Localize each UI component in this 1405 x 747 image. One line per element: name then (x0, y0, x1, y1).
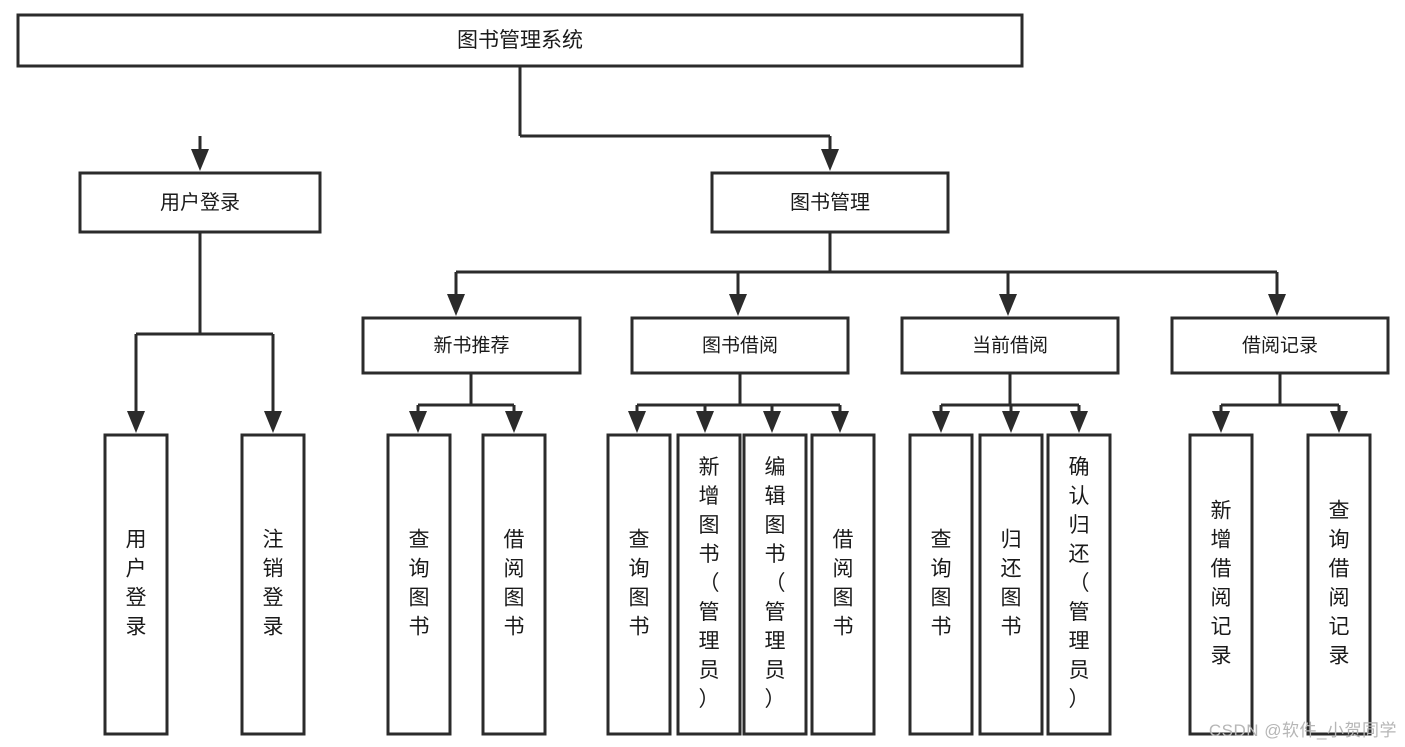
arrow-head-icon (932, 411, 950, 433)
node-label: 借阅图书 (833, 529, 854, 639)
arrow-head-icon (1212, 411, 1230, 433)
arrow-head-icon (447, 294, 465, 316)
node-root[interactable]: 图书管理系统 (16, 13, 1024, 68)
node-label: 归还图书 (1001, 529, 1022, 639)
node-label: 查询图书 (931, 529, 952, 639)
arrow-head-icon (831, 411, 849, 433)
node-label: 注销登录 (263, 529, 284, 639)
node-leaf-0[interactable]: 用户登录 (103, 433, 169, 736)
node-label: 用户登录 (126, 529, 147, 639)
node-box[interactable] (810, 433, 876, 736)
arrow-head-icon (1330, 411, 1348, 433)
node-level3-1[interactable]: 图书借阅 (630, 316, 850, 375)
node-box[interactable] (240, 433, 306, 736)
node-label: 查询图书 (629, 529, 650, 639)
node-layer: 图书管理系统用户登录图书管理新书推荐图书借阅当前借阅借阅记录用户登录注销登录查询… (16, 13, 1390, 736)
node-leaf-9[interactable]: 归还图书 (978, 433, 1044, 736)
node-leaf-2[interactable]: 查询图书 (386, 433, 452, 736)
arrow-head-icon (821, 149, 839, 171)
node-level3-2[interactable]: 当前借阅 (900, 316, 1120, 375)
node-label: 编辑图书（管理员） (765, 456, 786, 711)
arrow-head-icon (505, 411, 523, 433)
node-box[interactable] (900, 316, 1120, 375)
node-box[interactable] (361, 316, 582, 375)
node-leaf-5[interactable]: 新增图书（管理员） (676, 433, 742, 736)
node-leaf-8[interactable]: 查询图书 (908, 433, 974, 736)
connector-group-login-to-leaves (127, 232, 282, 433)
node-label: 当前借阅 (972, 335, 1048, 357)
connector-group-newbook-to-leaves (409, 373, 523, 433)
connector-layer (127, 66, 1348, 433)
node-leaf-12[interactable]: 查询借阅记录 (1306, 433, 1372, 736)
node-label: 图书借阅 (702, 335, 778, 357)
node-box[interactable] (1170, 316, 1390, 375)
arrow-head-icon (729, 294, 747, 316)
node-label: 新书推荐 (433, 335, 509, 357)
node-label: 查询图书 (409, 529, 430, 639)
node-box[interactable] (386, 433, 452, 736)
node-box[interactable] (710, 171, 950, 234)
connector-group-record-to-leaves (1212, 373, 1348, 433)
node-label: 确认归还（管理员） (1069, 456, 1090, 711)
arrow-head-icon (191, 149, 209, 171)
arrow-head-icon (696, 411, 714, 433)
node-leaf-11[interactable]: 新增借阅记录 (1188, 433, 1254, 736)
node-label: 新增图书（管理员） (699, 456, 720, 711)
node-label: 借阅记录 (1242, 335, 1318, 357)
node-box[interactable] (1188, 433, 1254, 736)
node-box[interactable] (630, 316, 850, 375)
node-box[interactable] (742, 433, 808, 736)
node-box[interactable] (978, 433, 1044, 736)
arrow-head-icon (628, 411, 646, 433)
node-box[interactable] (481, 433, 547, 736)
arrow-head-icon (1268, 294, 1286, 316)
node-box[interactable] (606, 433, 672, 736)
node-label: 图书管理系统 (457, 29, 583, 52)
node-box[interactable] (908, 433, 974, 736)
arrow-head-icon (1070, 411, 1088, 433)
node-box[interactable] (103, 433, 169, 736)
node-label: 图书管理 (790, 191, 870, 214)
node-leaf-4[interactable]: 查询图书 (606, 433, 672, 736)
arrow-head-icon (999, 294, 1017, 316)
node-label: 借阅图书 (504, 529, 525, 639)
connector-group-current-to-leaves (932, 373, 1088, 433)
connector-group-books-to-level3 (447, 232, 1286, 316)
node-leaf-1[interactable]: 注销登录 (240, 433, 306, 736)
node-leaf-7[interactable]: 借阅图书 (810, 433, 876, 736)
node-label: 用户登录 (160, 191, 240, 214)
node-leaf-6[interactable]: 编辑图书（管理员） (742, 433, 808, 736)
arrow-head-icon (1002, 411, 1020, 433)
arrow-head-icon (763, 411, 781, 433)
connector-group-root-to-level2 (191, 66, 839, 171)
connector-group-borrow-to-leaves (628, 373, 849, 433)
node-box[interactable] (16, 13, 1024, 68)
node-level3-3[interactable]: 借阅记录 (1170, 316, 1390, 375)
arrow-head-icon (264, 411, 282, 433)
node-level2-1[interactable]: 图书管理 (710, 171, 950, 234)
arrow-head-icon (409, 411, 427, 433)
node-leaf-3[interactable]: 借阅图书 (481, 433, 547, 736)
node-box[interactable] (1306, 433, 1372, 736)
node-label: 新增借阅记录 (1211, 500, 1232, 668)
node-level3-0[interactable]: 新书推荐 (361, 316, 582, 375)
node-box[interactable] (78, 171, 322, 234)
node-label: 查询借阅记录 (1329, 500, 1350, 668)
node-level2-0[interactable]: 用户登录 (78, 171, 322, 234)
node-box[interactable] (676, 433, 742, 736)
node-box[interactable] (1046, 433, 1112, 736)
node-leaf-10[interactable]: 确认归还（管理员） (1046, 433, 1112, 736)
arrow-head-icon (127, 411, 145, 433)
